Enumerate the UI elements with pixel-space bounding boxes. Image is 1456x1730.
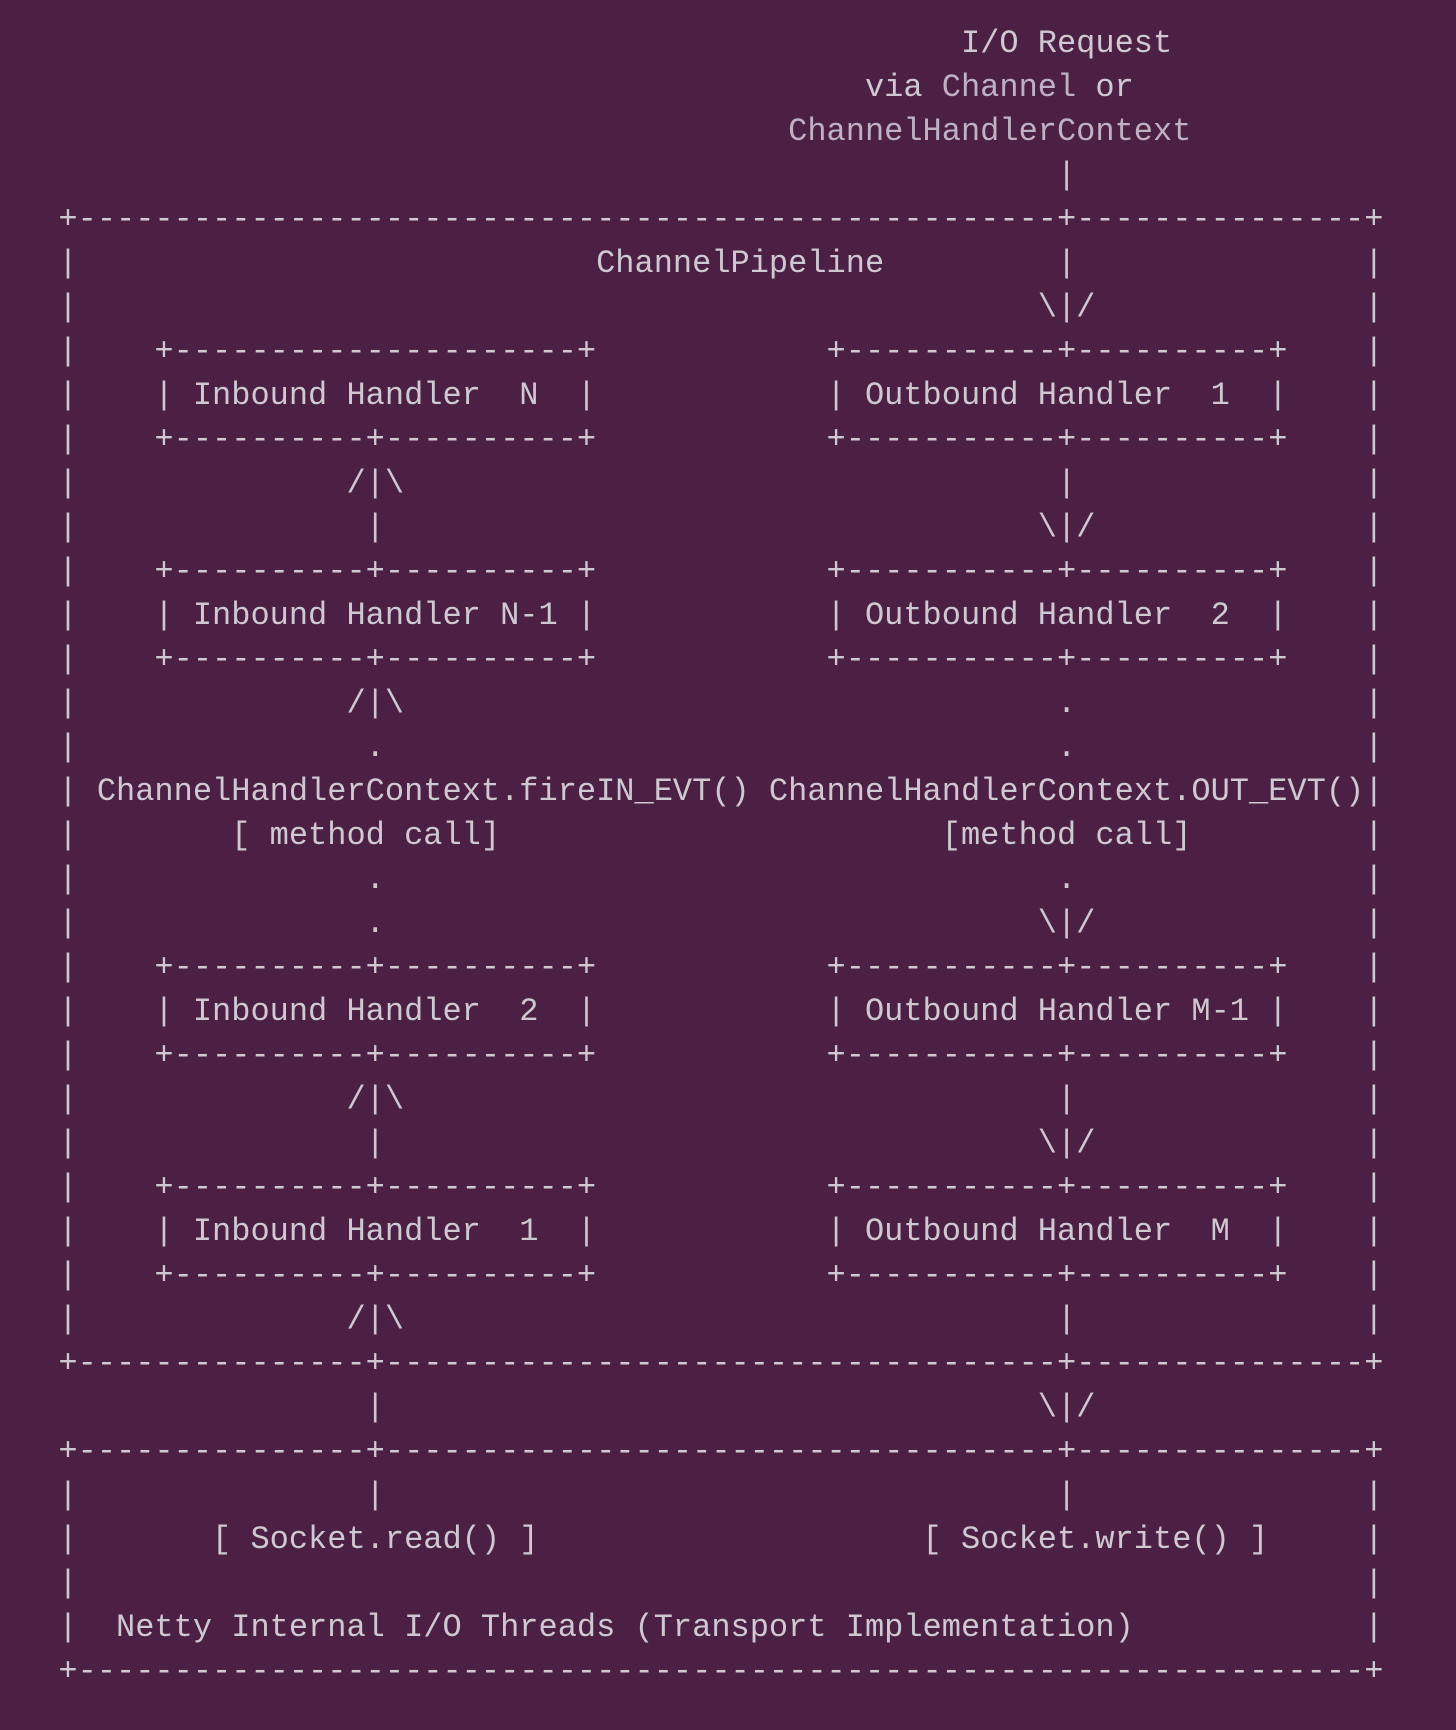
diagram-line: | [ Socket.read() ] [ Socket.write() ] |	[20, 1521, 1384, 1558]
code-identifier: Channel	[941, 69, 1077, 106]
diagram-line: | \|/ |	[20, 289, 1384, 326]
diagram-line: | \|/	[20, 1389, 1096, 1426]
diagram-line: |	[20, 157, 1077, 194]
diagram-line: +---------------+-----------------------…	[20, 1433, 1384, 1470]
diagram-line: | |	[20, 1565, 1384, 1602]
diagram-line: | | Inbound Handler 2 | | Outbound Handl…	[20, 993, 1384, 1030]
diagram-line: | ChannelHandlerContext.fireIN_EVT() Cha…	[20, 773, 1384, 810]
diagram-line: | /|\ | |	[20, 465, 1384, 502]
diagram-line: | +----------+----------+ +-----------+-…	[20, 1169, 1384, 1206]
diagram-line: | /|\ | |	[20, 1081, 1384, 1118]
diagram-line: +---------------------------------------…	[20, 201, 1384, 238]
channel-pipeline-ascii-diagram: I/O Request via Channel or ChannelHandle…	[20, 22, 1383, 1694]
diagram-line: | | \|/ |	[20, 1125, 1384, 1162]
diagram-text: or	[1076, 69, 1134, 106]
diagram-line: | Netty Internal I/O Threads (Transport …	[20, 1609, 1384, 1646]
diagram-text: via	[20, 69, 942, 106]
diagram-line: via Channel or	[20, 66, 1383, 110]
diagram-line: | . . |	[20, 861, 1384, 898]
diagram-line: | +----------+----------+ +-----------+-…	[20, 421, 1384, 458]
diagram-text	[20, 113, 788, 150]
code-identifier: ChannelHandlerContext	[788, 113, 1192, 150]
diagram-line: | . \|/ |	[20, 905, 1384, 942]
diagram-line: | /|\ . |	[20, 685, 1384, 722]
diagram-line: | +----------+----------+ +-----------+-…	[20, 1037, 1384, 1074]
diagram-line: | +---------------------+ +-----------+-…	[20, 333, 1384, 370]
diagram-line: | /|\ | |	[20, 1301, 1384, 1338]
diagram-line: | | Inbound Handler N-1 | | Outbound Han…	[20, 597, 1384, 634]
diagram-line: +---------------------------------------…	[20, 1653, 1384, 1690]
diagram-line: I/O Request	[20, 25, 1173, 62]
diagram-line: | +----------+----------+ +-----------+-…	[20, 641, 1384, 678]
diagram-line: | +----------+----------+ +-----------+-…	[20, 1257, 1384, 1294]
diagram-line: | | | |	[20, 1477, 1384, 1514]
diagram-line: +---------------+-----------------------…	[20, 1345, 1384, 1382]
diagram-line: | ChannelPipeline | |	[20, 245, 1384, 282]
diagram-line: | | \|/ |	[20, 509, 1384, 546]
diagram-line: ChannelHandlerContext	[20, 110, 1383, 154]
diagram-line: | [ method call] [method call] |	[20, 817, 1384, 854]
diagram-line: | | Inbound Handler N | | Outbound Handl…	[20, 377, 1384, 414]
diagram-line: | +----------+----------+ +-----------+-…	[20, 553, 1384, 590]
diagram-line: | +----------+----------+ +-----------+-…	[20, 949, 1384, 986]
diagram-line: | | Inbound Handler 1 | | Outbound Handl…	[20, 1213, 1384, 1250]
diagram-line: | . . |	[20, 729, 1384, 766]
